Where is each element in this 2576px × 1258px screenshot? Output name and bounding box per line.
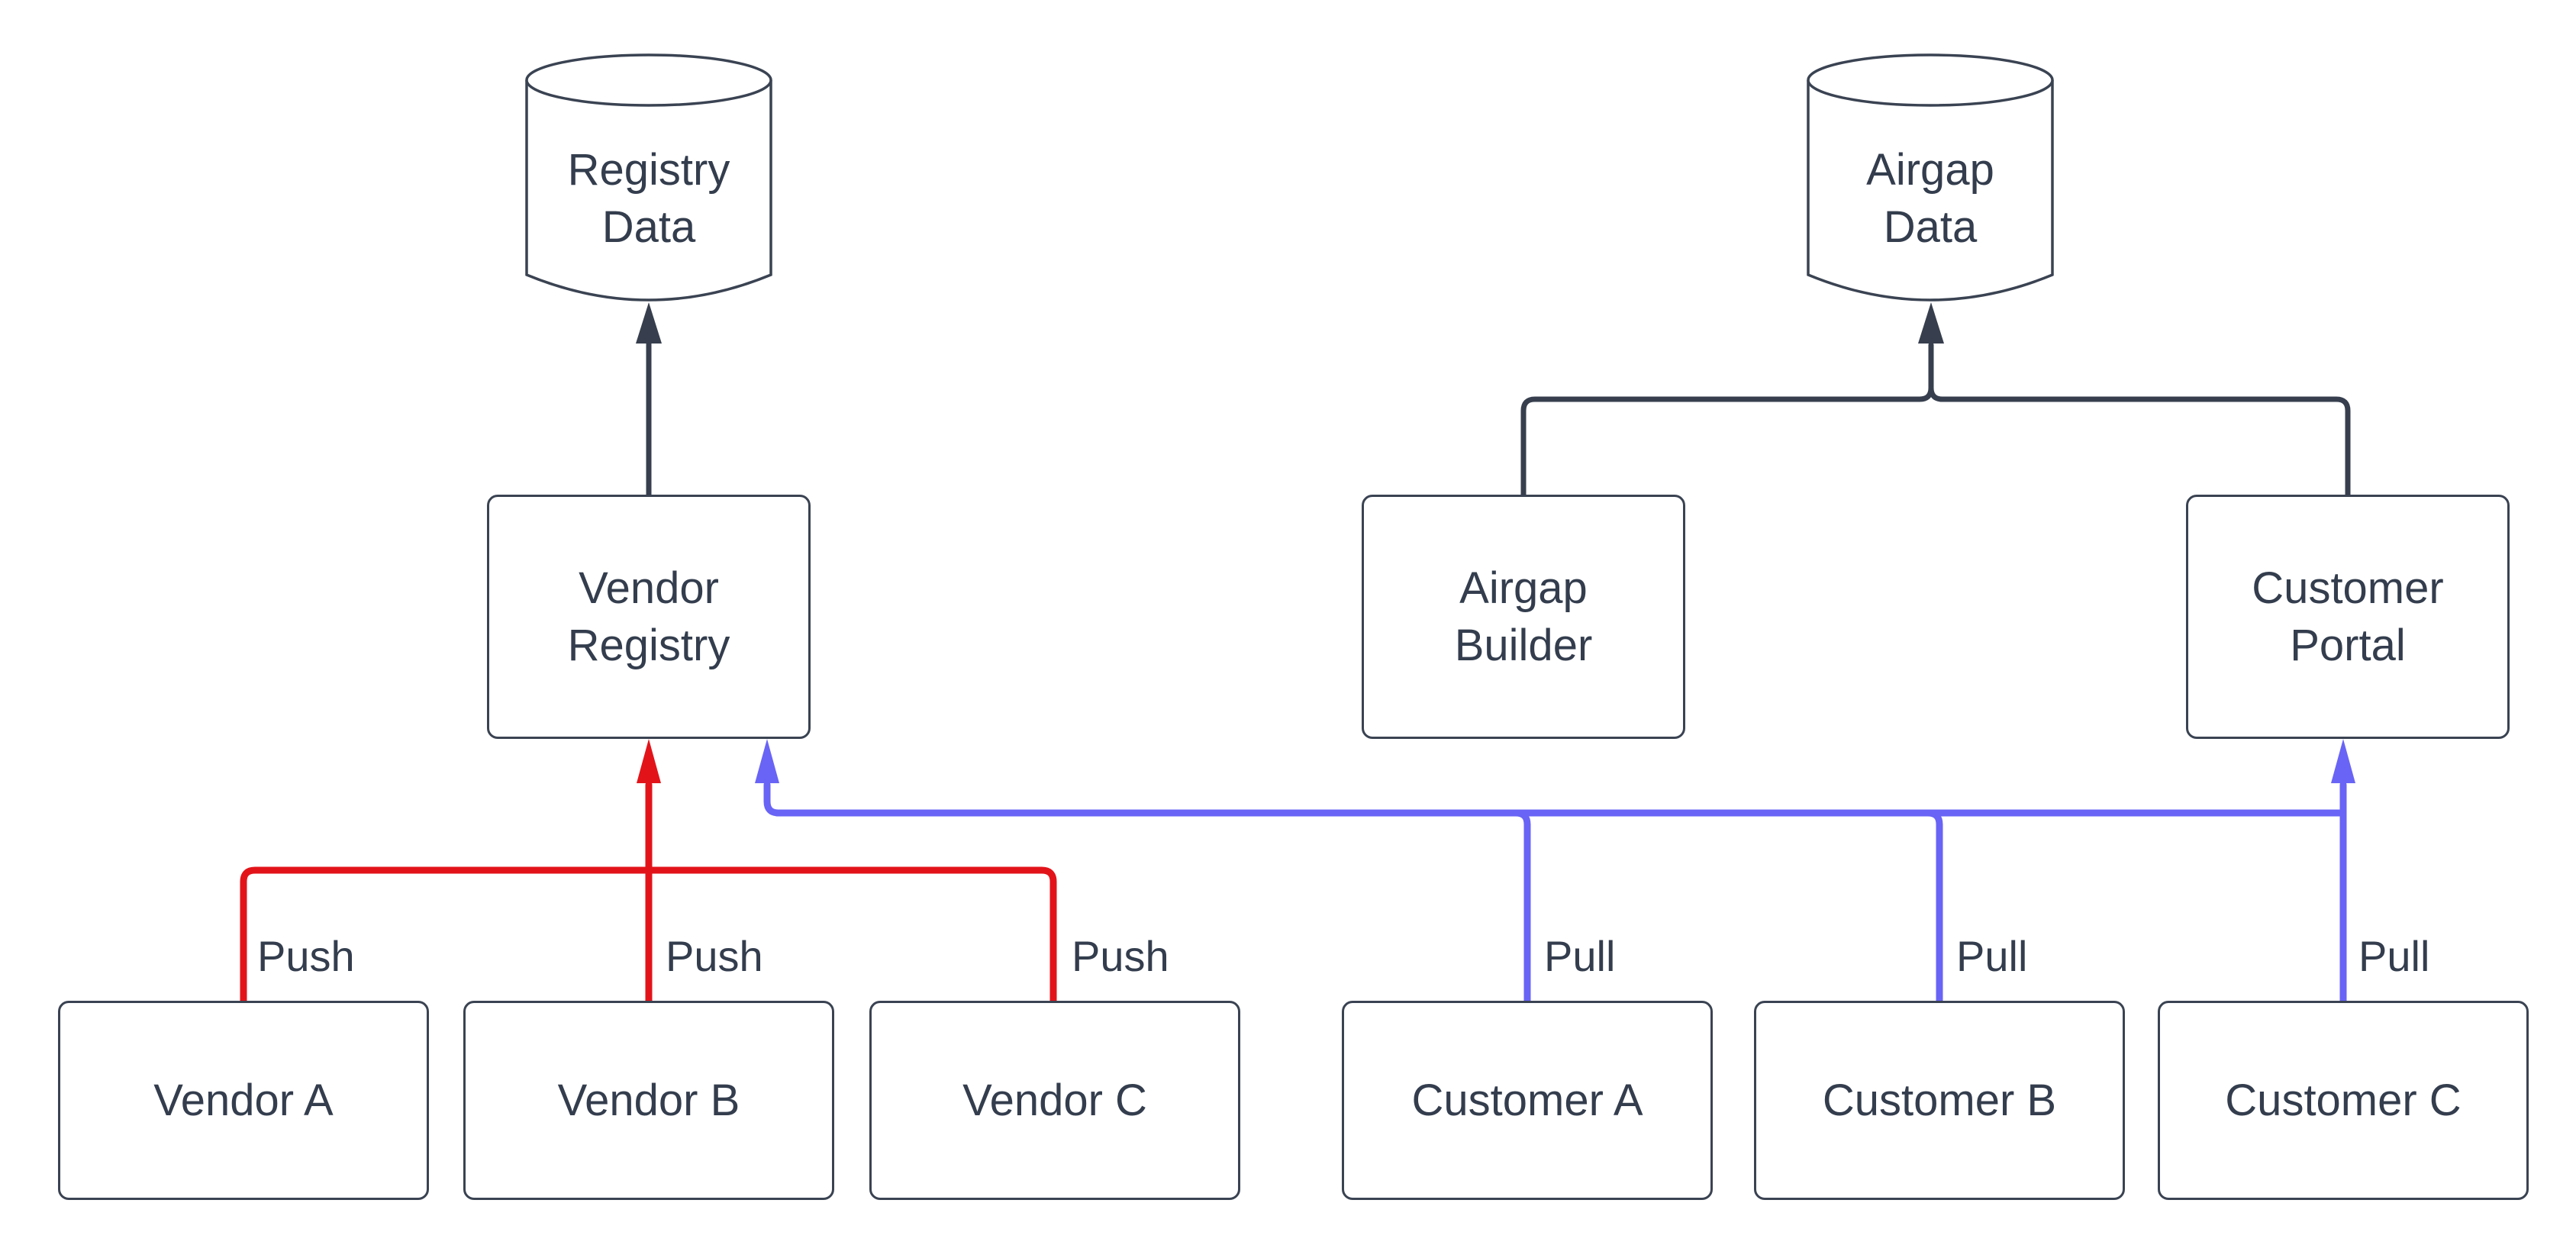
edge-label-push-vendor-c: Push [1072, 931, 1169, 980]
arrowhead-airgap-data [1918, 302, 1944, 344]
edge-label-pull-customer-b: Pull [1956, 931, 2028, 980]
edge-label-pull-customer-a: Pull [1544, 931, 1616, 980]
arrowhead-customer-portal-blue [2331, 739, 2355, 783]
node-customer-c: Customer C [2158, 1001, 2529, 1200]
edge-customer-portal-to-airgap-data [1928, 342, 2351, 499]
node-registry-data: Registry Data [567, 144, 730, 252]
node-vendor-a: Vendor A [58, 1001, 429, 1200]
arrowhead-vendor-registry-blue [755, 739, 779, 783]
registry-data-cylinder [525, 53, 772, 302]
node-customer-a: Customer A [1342, 1001, 1713, 1200]
node-customer-b: Customer B [1754, 1001, 2125, 1200]
arrowhead-registry-data [636, 302, 662, 344]
edge-label-push-vendor-a: Push [257, 931, 355, 980]
node-vendor-b: Vendor B [463, 1001, 834, 1200]
edge-customer-a-to-vendor-registry [763, 781, 1531, 1005]
edge-customer-b-to-vendor-registry [1924, 809, 1943, 1005]
node-airgap-data: Airgap Data [1866, 144, 1994, 252]
edge-airgap-builder-to-airgap-data [1520, 342, 1934, 499]
edge-label-push-vendor-b: Push [666, 931, 763, 980]
airgap-data-cylinder [1807, 53, 2054, 302]
node-vendor-c: Vendor C [869, 1001, 1240, 1200]
node-airgap-builder: Airgap Builder [1362, 495, 1685, 739]
node-vendor-registry: Vendor Registry [487, 495, 811, 739]
arrowhead-vendor-registry-red [637, 739, 661, 783]
node-customer-portal: Customer Portal [2186, 495, 2510, 739]
edge-label-pull-customer-c: Pull [2358, 931, 2430, 980]
